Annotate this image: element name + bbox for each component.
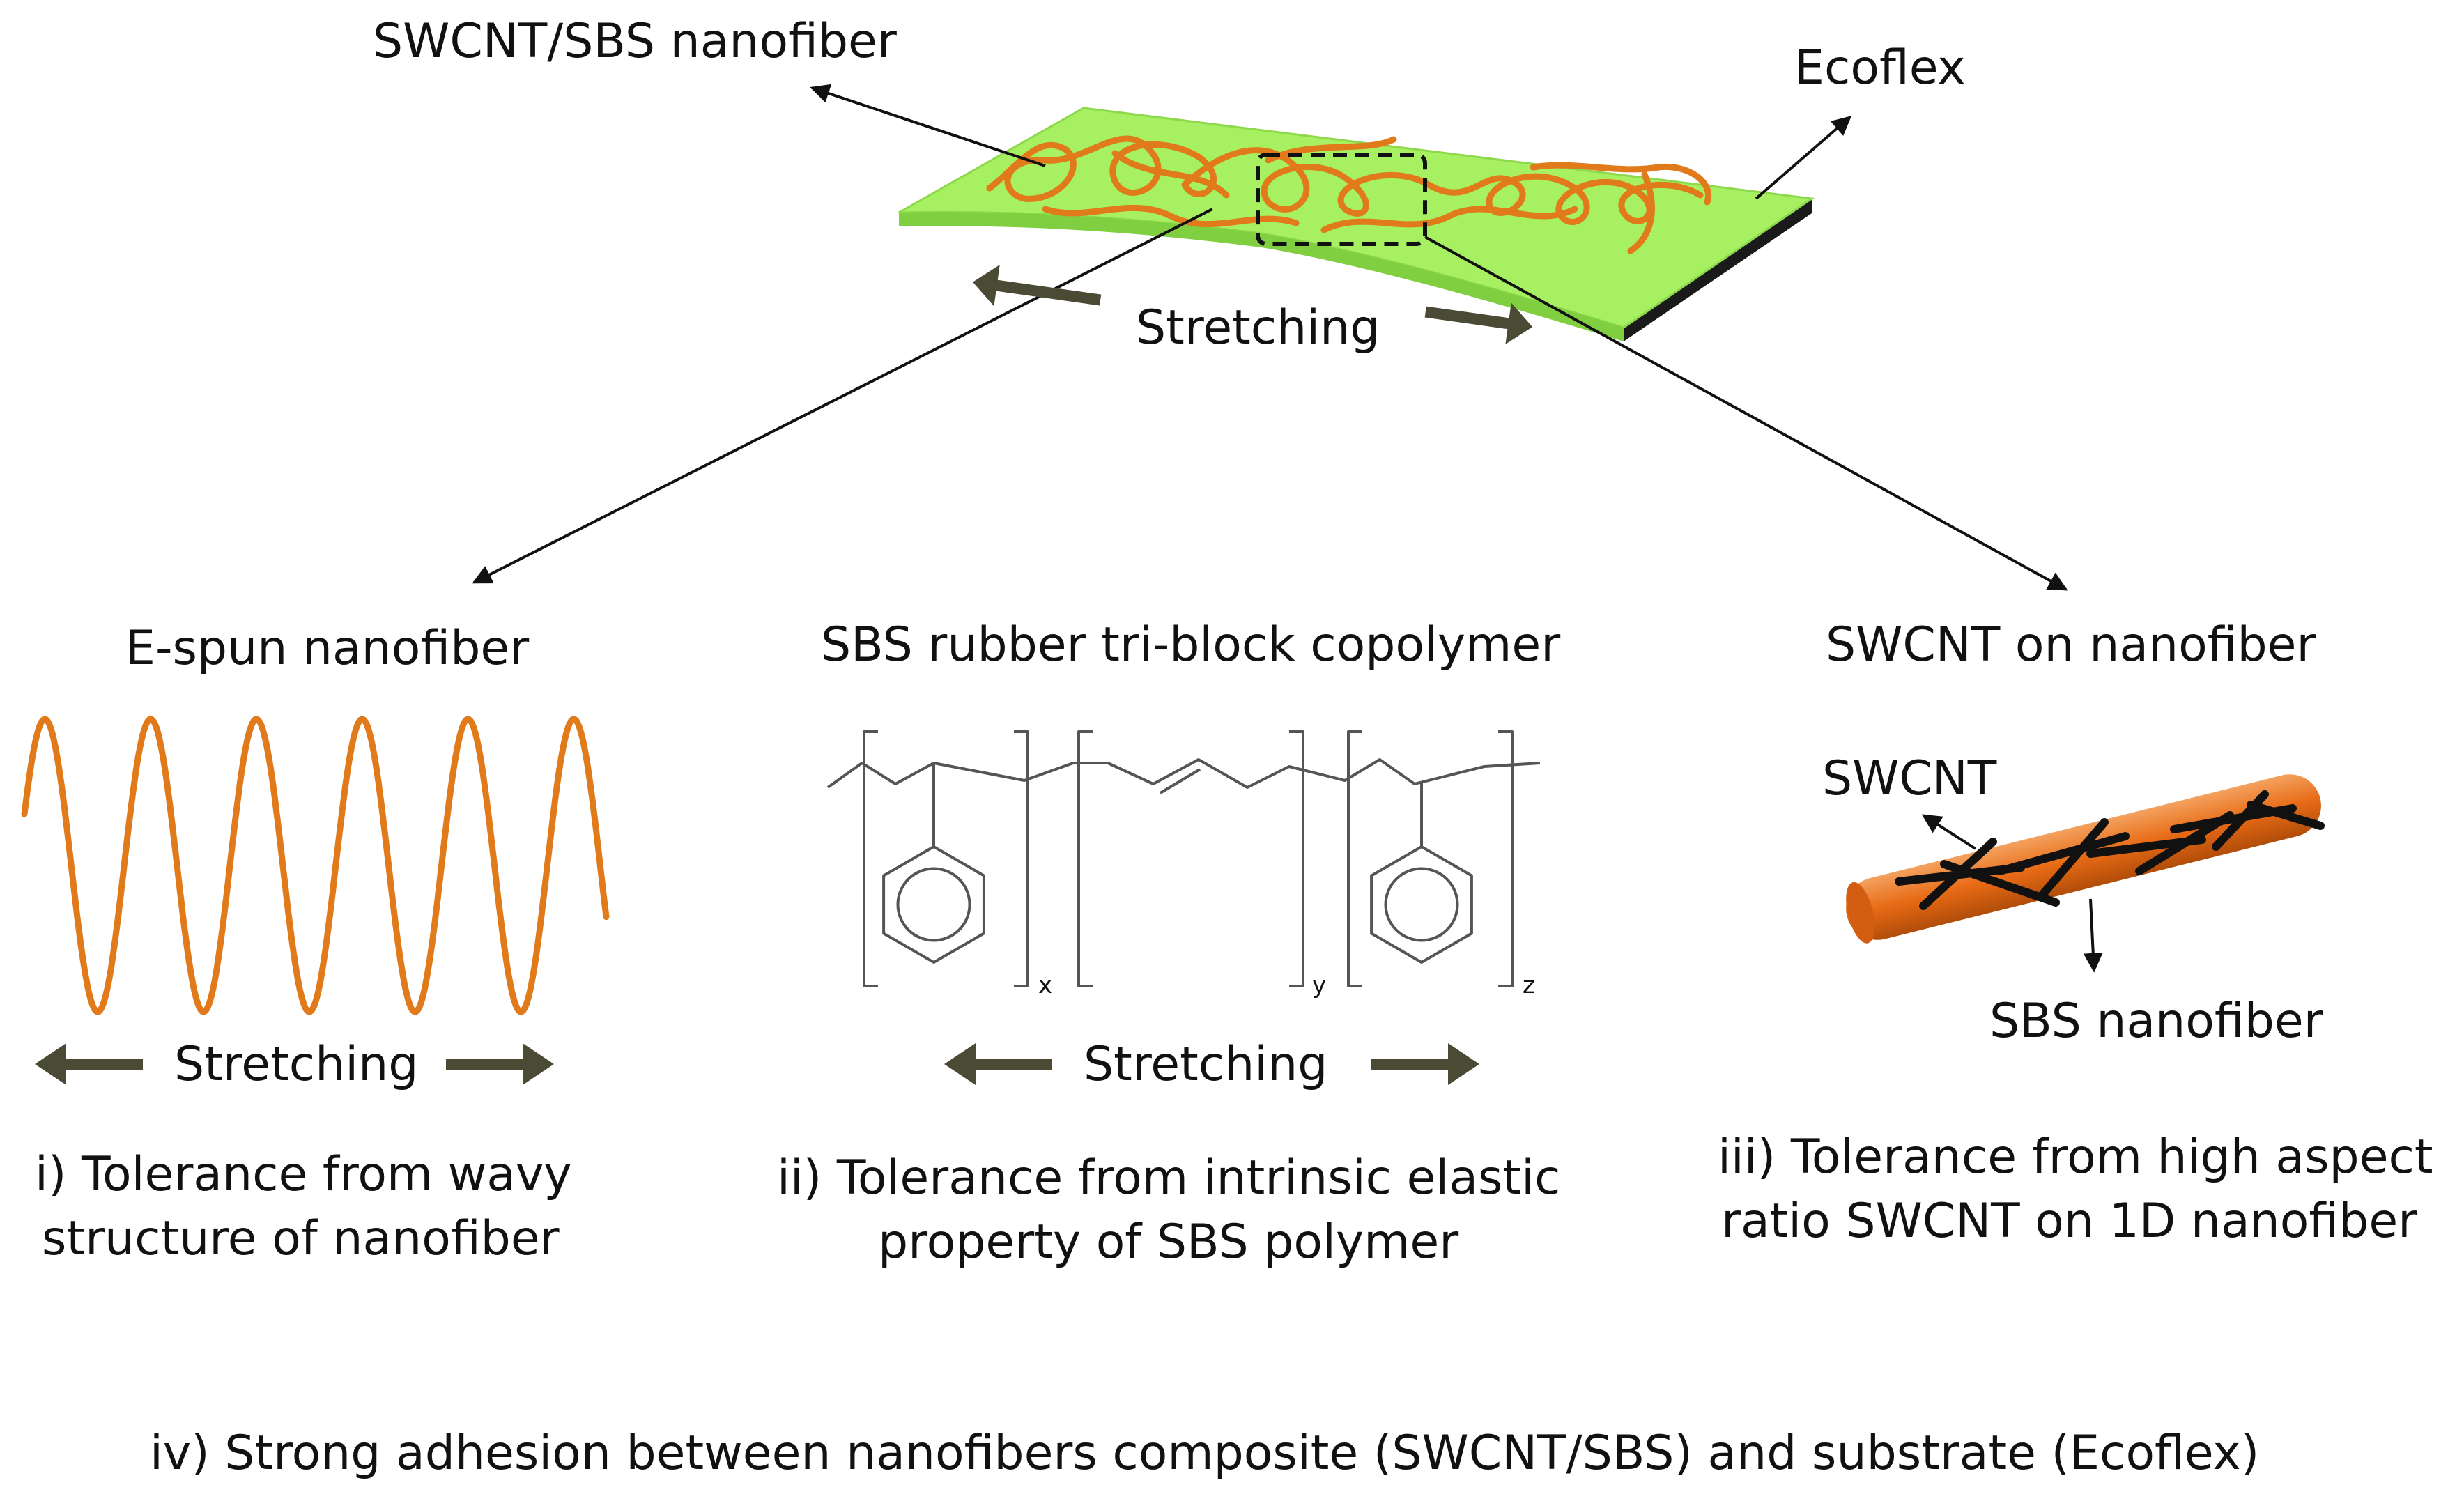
- benzene-aromatic-circle: [896, 867, 971, 942]
- swcnt-on-fiber: [1846, 774, 2325, 944]
- title-sbs-copolymer: SBS rubber tri-block copolymer: [821, 617, 1560, 672]
- double-bond: [1159, 768, 1201, 794]
- bracket-x-left: [863, 730, 878, 987]
- zoom-pointer-left-arrow-icon: [472, 208, 1213, 584]
- benzene-hexagon: [882, 845, 985, 964]
- zoom-box: [1256, 153, 1427, 246]
- label-swcnt-sbs-nanofiber: SWCNT/SBS nanofiber: [373, 14, 897, 69]
- pointer-top-fiber-arrow-icon: [810, 84, 1046, 167]
- bracket-y-right: [1289, 730, 1304, 987]
- label-stretching-top: Stretching: [1136, 300, 1380, 355]
- stretch-left-arrow-icon: [972, 264, 1102, 307]
- swcnt-sbs-nanofiber-mesh: [986, 135, 1712, 254]
- polymer-backbone: [826, 758, 1541, 789]
- substrate-side: [1624, 199, 1812, 341]
- top-stretch-arrows: [972, 264, 1533, 344]
- label-stretching-middle: Stretching: [1084, 1037, 1327, 1092]
- caption-ii-line2: property of SBS polymer: [878, 1215, 1458, 1270]
- phenyl-ring-1: [882, 845, 985, 964]
- caption-ii-line1: ii) Tolerance from intrinsic elastic: [777, 1150, 1560, 1206]
- wavy-nanofiber: [21, 716, 610, 1015]
- stretch-left-arrow-icon: [35, 1043, 143, 1085]
- stretch-right-arrow-icon: [1371, 1043, 1479, 1085]
- caption-iii-line2: ratio SWCNT on 1D nanofiber: [1721, 1194, 2417, 1249]
- bracket-y-left: [1077, 730, 1093, 987]
- benzene-aromatic-circle: [1384, 867, 1459, 942]
- caption-iii-line1: iii) Tolerance from high aspect: [1718, 1130, 2433, 1185]
- sbs-fiber-tube: [1846, 774, 2321, 940]
- caption-i-line1: i) Tolerance from wavy: [35, 1147, 572, 1202]
- subscript-y: y: [1312, 971, 1326, 999]
- stretch-left-arrow-icon: [944, 1043, 1052, 1085]
- left-stretch-arrows: [35, 1043, 554, 1085]
- label-swcnt: SWCNT: [1822, 751, 1997, 806]
- benzene-hexagon: [1370, 845, 1473, 964]
- bracket-x-right: [1014, 730, 1029, 987]
- caption-iv: iv) Strong adhesion between nanofibers c…: [150, 1426, 2259, 1481]
- bracket-z-right: [1498, 730, 1514, 987]
- title-espun-nanofiber: E-spun nanofiber: [125, 621, 529, 676]
- sbs-fiber-pointer-arrow-icon: [2083, 898, 2103, 973]
- subscript-x: x: [1038, 971, 1052, 999]
- swcnt-pointer-arrow-icon: [1921, 814, 1977, 850]
- stretch-right-arrow-icon: [1424, 302, 1533, 344]
- title-swcnt-on-nanofiber: SWCNT on nanofiber: [1826, 617, 2316, 672]
- pointer-ecoflex-arrow-icon: [1755, 116, 1852, 200]
- label-sbs-nanofiber: SBS nanofiber: [1989, 994, 2323, 1049]
- zoom-pointer-right-arrow-icon: [1424, 236, 2068, 591]
- substrate-front-edge: [899, 212, 1624, 341]
- middle-stretch-arrows: [944, 1043, 1479, 1085]
- phenyl-ring-2: [1370, 845, 1473, 964]
- caption-i-line2: structure of nanofiber: [42, 1211, 560, 1266]
- swcnt-rods: [1895, 790, 2325, 910]
- label-stretching-left: Stretching: [174, 1037, 418, 1092]
- label-ecoflex: Ecoflex: [1794, 40, 1966, 95]
- fiber-tube-end: [1846, 882, 1875, 944]
- subscript-z: z: [1523, 971, 1535, 999]
- bracket-z-left: [1347, 730, 1362, 987]
- sbs-structure: [826, 730, 1541, 987]
- stretch-right-arrow-icon: [446, 1043, 554, 1085]
